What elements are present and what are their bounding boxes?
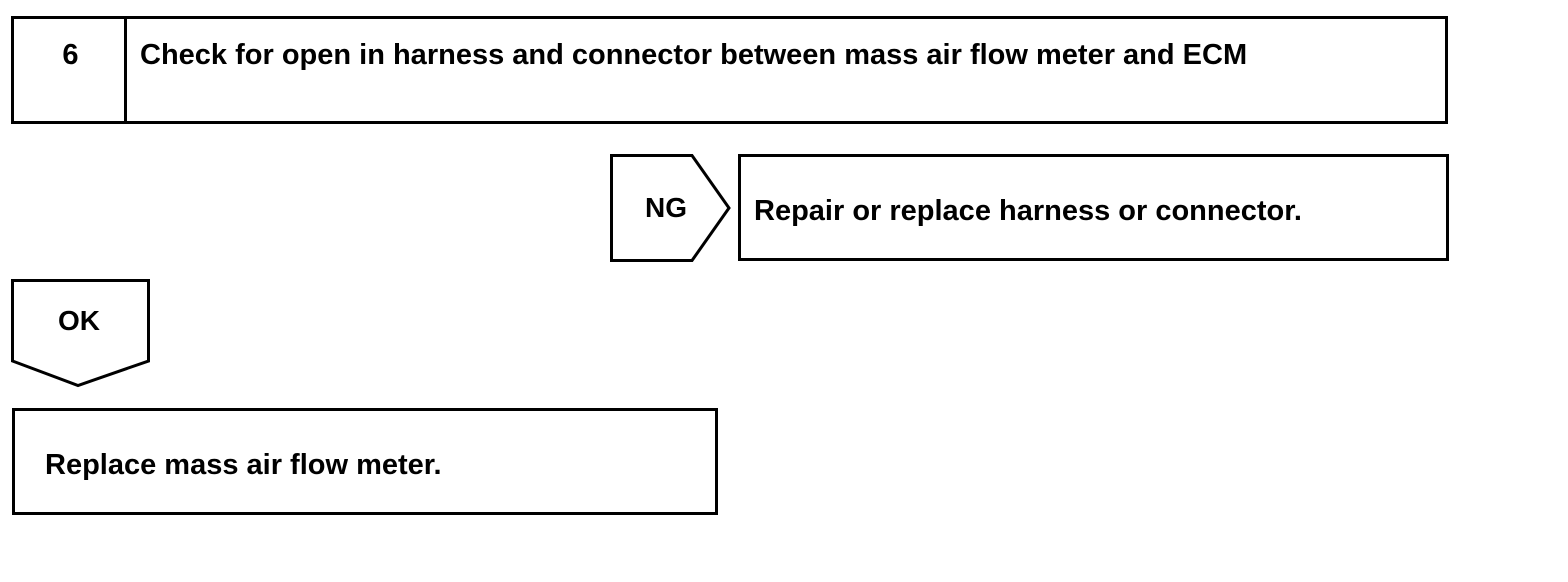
ok-arrow-shape [11,279,150,388]
step-box: 6 Check for open in harness and connecto… [11,16,1448,124]
ng-arrow-shape [610,154,731,262]
ng-result-text: Repair or replace harness or connector. [754,195,1302,227]
step-number: 6 [62,39,79,71]
ng-result-box: Repair or replace harness or connector. [738,154,1449,261]
ok-result-text: Replace mass air flow meter. [45,449,442,481]
ok-result-box: Replace mass air flow meter. [12,408,718,515]
ok-label: OK [58,305,100,336]
ng-label: NG [645,192,687,223]
step-number-cell: 6 [14,19,127,121]
step-title: Check for open in harness and connector … [140,39,1248,71]
